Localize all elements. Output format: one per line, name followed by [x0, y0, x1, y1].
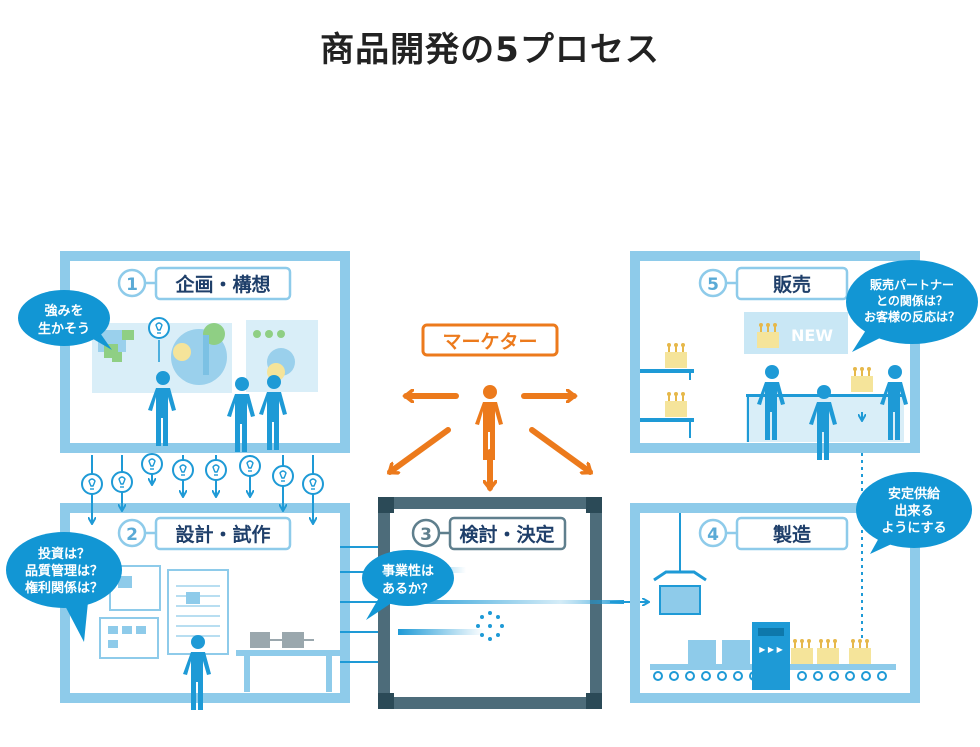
stage-5-title: 販売: [773, 273, 811, 296]
lightbulb-icon: [239, 455, 261, 477]
speech-bubble-stage-4: 安定供給 出来る ようにする: [856, 472, 972, 554]
stage-4-title: 製造: [772, 523, 812, 546]
stage-1-label: 1 企画・構想: [117, 266, 292, 301]
stage-1-panel: [60, 251, 350, 453]
bubble-4-line-1: 安定供給: [888, 486, 941, 502]
product-cake: [664, 391, 688, 418]
lightbulb-icon: [81, 473, 103, 495]
svg-text:▶ ▶ ▶: ▶ ▶ ▶: [759, 645, 783, 654]
lightbulb-icon: [172, 459, 194, 481]
idea-flow-arrows: [81, 453, 324, 523]
page-title: 商品開発の5プロセス: [320, 30, 660, 70]
stage-2-title: 設計・試作: [175, 523, 270, 546]
stage-5-panel: [630, 251, 920, 460]
bubble-2-line-2: 品質管理は？: [25, 563, 103, 579]
marketer-arrows: [390, 396, 590, 488]
bubble-5-line-2: との関係は？: [876, 293, 948, 308]
stage-4-label: 4 製造: [698, 516, 849, 551]
speech-bubble-stage-1: 強みを 生かそう: [18, 290, 112, 350]
lightbulb-icon: [205, 459, 227, 481]
stage-3-title: 検討・決定: [459, 523, 554, 546]
bubble-3-line-1: 事業性は: [382, 563, 434, 579]
stage-4-panel: ▶ ▶ ▶: [630, 420, 920, 703]
stage-5-number: 5: [707, 275, 719, 295]
stage-2-label: 2 設計・試作: [117, 516, 292, 551]
bubble-4-line-2: 出来る: [894, 503, 933, 519]
product-cake: [850, 366, 874, 393]
speech-bubble-stage-2: 投資は？ 品質管理は？ 権利関係は？: [6, 532, 122, 642]
stage-3-number: 3: [420, 525, 432, 545]
stage-2-number: 2: [126, 525, 138, 545]
stage-3-label: 3 検討・決定: [411, 516, 567, 551]
product-cake: [848, 638, 872, 665]
stage-1-title: 企画・構想: [174, 273, 270, 296]
sparkle-icon: [476, 611, 504, 641]
bubble-2-line-3: 権利関係は？: [25, 580, 103, 596]
marketer-label: マーケター: [442, 331, 537, 353]
bubble-5-line-3: お客様の反応は？: [864, 309, 960, 324]
bubble-5-line-1: 販売パートナー: [870, 277, 954, 292]
lightbulb-icon: [272, 465, 294, 487]
speech-bubble-stage-5: 販売パートナー との関係は？ お客様の反応は？: [846, 260, 978, 352]
bubble-3-line-2: あるか？: [382, 582, 434, 597]
marketer-label-box: マーケター: [421, 323, 559, 357]
bubble-1-line-2: 生かそう: [38, 321, 90, 337]
new-sign-text: NEW: [791, 326, 833, 345]
stage-1-number: 1: [126, 275, 138, 295]
product-cake: [664, 342, 688, 369]
product-cake: [790, 638, 814, 665]
bubble-4-line-3: ようにする: [881, 521, 946, 536]
lightbulb-icon: [302, 473, 324, 495]
product-cake: [756, 322, 780, 349]
marketer-figure: [475, 385, 503, 460]
speech-bubble-stage-3: 事業性は あるか？: [362, 550, 454, 620]
crane-hook-icon: [653, 570, 707, 615]
lightbulb-icon: [141, 453, 163, 475]
bubble-1-line-1: 強みを: [44, 303, 83, 319]
stage-5-label: 5 販売: [698, 266, 849, 301]
lightbulb-icon: [148, 317, 170, 339]
stage-4-number: 4: [707, 525, 719, 545]
decision-flow-line: [560, 600, 624, 604]
bubble-2-line-1: 投資は？: [38, 546, 90, 562]
product-cake: [816, 638, 840, 665]
lightbulb-icon: [111, 471, 133, 493]
